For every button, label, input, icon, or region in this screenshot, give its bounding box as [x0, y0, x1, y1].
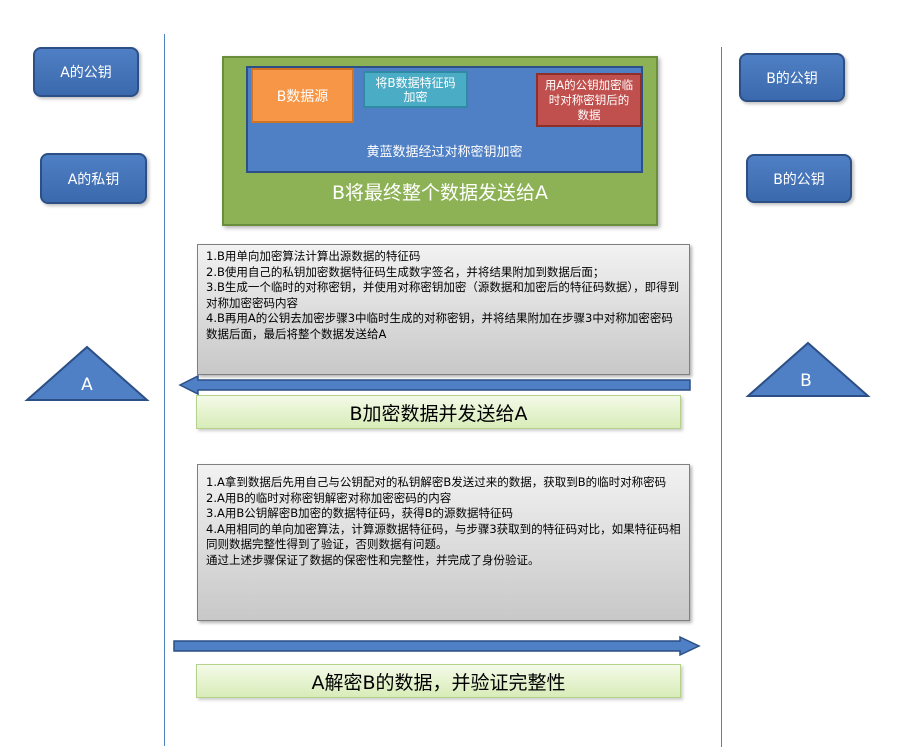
decrypt-banner: A解密B的数据，并验证完整性	[196, 664, 681, 698]
party-a-label: A	[81, 375, 93, 395]
source-data-label: B数据源	[276, 88, 329, 105]
final-package-caption: B将最终整个数据发送给A	[331, 182, 549, 204]
decrypt-steps-box: 1.A拿到数据后先用自己与公钥配对的私钥解密B发送过来的数据，获取到B的临时对称…	[197, 464, 690, 621]
a-public-key-label: A的公钥	[60, 65, 112, 81]
right-lifeline	[721, 47, 722, 747]
encrypted-signature-label: 将B数据特征码加密	[375, 75, 456, 104]
encrypted-key-label: 用A的公钥加密临时对称密钥后的数据	[544, 77, 634, 122]
verify-arrow-right	[173, 635, 701, 657]
decrypt-banner-label: A解密B的数据，并验证完整性	[311, 671, 566, 694]
b-public-key-top-label: B的公钥	[766, 70, 818, 87]
send-arrow-left	[178, 374, 691, 396]
encrypt-step: 2.B使用自己的私钥加密数据特征码生成数字签名，并将结果附加到数据后面；	[206, 264, 605, 279]
decrypt-step: 4.A用相同的单向加密算法，计算源数据特征码，与步骤3获取到的特征码对比，如果特…	[206, 521, 681, 552]
party-b-label: B	[800, 371, 812, 391]
encrypt-steps-box: 1.B用单向加密算法计算出源数据的特征码 2.B使用自己的私钥加密数据特征码生成…	[197, 244, 690, 375]
encrypted-key-box: 用A的公钥加密临时对称密钥后的数据	[536, 73, 642, 127]
party-b-triangle	[745, 341, 871, 397]
a-private-key-label: A的私钥	[67, 171, 120, 188]
b-public-key-bottom-label: B的公钥	[773, 171, 825, 188]
encrypt-banner: B加密数据并发送给A	[196, 395, 681, 429]
b-public-key-bottom[interactable]: B的公钥	[746, 154, 852, 203]
party-a-triangle	[24, 345, 150, 401]
encrypt-step: 3.B生成一个临时的对称密钥，并使用对称密钥加密（源数据和加密后的特征码数据），…	[206, 280, 680, 310]
encrypted-signature-box: 将B数据特征码加密	[363, 71, 468, 108]
a-public-key[interactable]: A的公钥	[33, 47, 139, 97]
encrypt-step: 4.B再用A的公钥去加密步骤3中临时生成的对称密钥，并将结果附加在步骤3中对称加…	[206, 311, 673, 341]
decrypt-step: 1.A拿到数据后先用自己与公钥配对的私钥解密B发送过来的数据，获取到B的临时对称…	[206, 475, 667, 489]
decrypt-step: 通过上述步骤保证了数据的保密性和完整性，并完成了身份验证。	[206, 552, 540, 567]
decrypt-step: 2.A用B的临时对称密钥解密对称加密密码的内容	[206, 490, 452, 505]
a-private-key[interactable]: A的私钥	[40, 153, 147, 204]
symmetric-encryption-caption: 黄蓝数据经过对称密钥加密	[366, 145, 523, 160]
b-public-key-top[interactable]: B的公钥	[739, 53, 845, 102]
encrypt-step: 1.B用单向加密算法计算出源数据的特征码	[206, 249, 421, 263]
decrypt-step: 3.A用B公钥解密B加密的数据特征码，获得B的源数据特征码	[206, 506, 514, 520]
encrypt-banner-label: B加密数据并发送给A	[349, 402, 528, 425]
source-data-box: B数据源	[251, 68, 354, 123]
left-lifeline	[164, 34, 165, 746]
